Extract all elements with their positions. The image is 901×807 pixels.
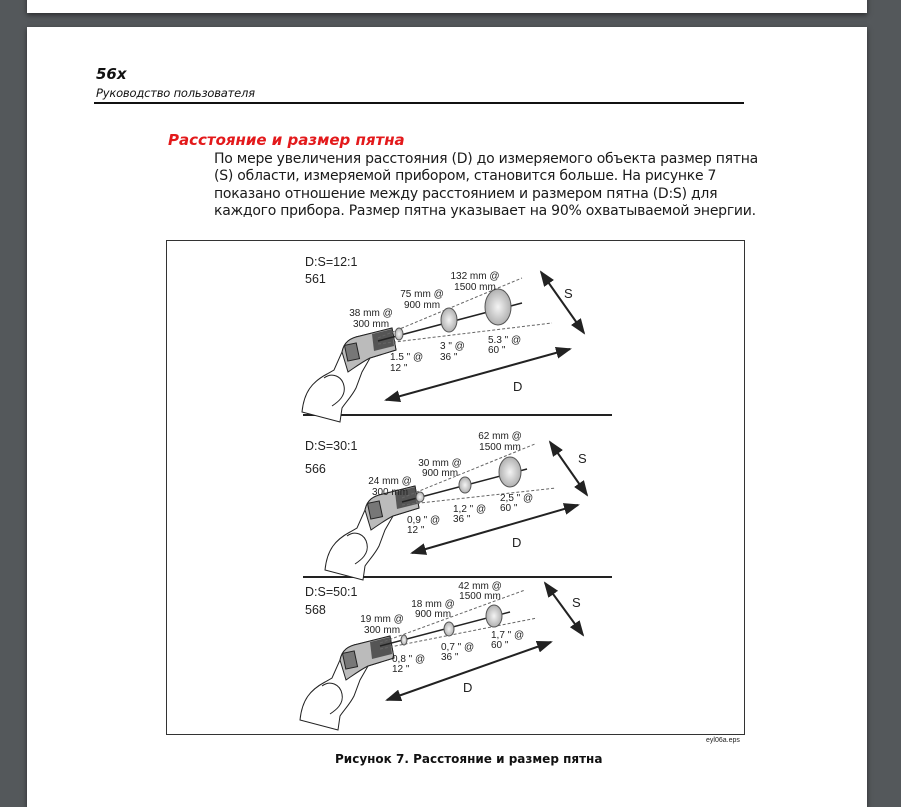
paragraph-line: (S) области, измеряемой прибором, станов… <box>214 168 717 185</box>
paragraph-line: По мере увеличения расстояния (D) до изм… <box>214 151 758 167</box>
imperial-label: 36 " <box>440 352 458 363</box>
metric-label: 42 mm @ <box>458 581 502 592</box>
paragraph-line: показано отношение между расстоянием и р… <box>214 185 718 202</box>
s-label: S <box>578 451 587 466</box>
spot <box>440 307 458 333</box>
metric-label: 62 mm @ <box>478 431 522 442</box>
beam-edge <box>401 487 557 506</box>
distance-arrow <box>385 641 553 701</box>
beam-edge <box>379 589 526 644</box>
section-title: Расстояние и размер пятна <box>168 131 405 149</box>
s-label: S <box>564 286 573 301</box>
ds-ratio: D:S=12:1 <box>305 255 358 269</box>
figure-caption: Рисунок 7. Расстояние и размер пятна <box>335 752 603 766</box>
metric-label: 1500 mm <box>454 282 496 293</box>
imperial-label: 12 " <box>407 525 425 536</box>
spot <box>484 288 512 326</box>
d-label: D <box>512 535 521 550</box>
imperial-label: 0,7 " @ <box>441 642 474 653</box>
imperial-label: 60 " <box>500 503 518 514</box>
spot <box>400 634 408 646</box>
imperial-label: 1.5 " @ <box>390 352 423 363</box>
imperial-label: 0,9 " @ <box>407 515 440 526</box>
spot-size-arrow <box>543 581 585 637</box>
metric-label: 18 mm @ <box>411 599 455 610</box>
imperial-label: 0,8 " @ <box>392 654 425 665</box>
metric-label: 900 mm <box>404 300 440 311</box>
paragraph-line: каждого прибора. Размер пятна указывает … <box>214 202 756 219</box>
beam-edge <box>377 322 553 345</box>
model-number: 566 <box>305 462 326 476</box>
metric-label: 900 mm <box>415 609 451 620</box>
imperial-label: 12 " <box>392 664 410 675</box>
distance-arrow <box>410 503 580 555</box>
model-number: 561 <box>305 272 326 286</box>
spot <box>498 456 522 488</box>
metric-label: 38 mm @ <box>349 308 393 319</box>
metric-label: 1500 mm <box>479 442 521 453</box>
imperial-label: 5.3 " @ <box>488 335 521 346</box>
spot <box>443 621 455 637</box>
metric-label: 1500 mm <box>459 591 501 602</box>
panel-566: D:S=30:1 566 S D 24 mm @ 300 mm 30 mm @ … <box>305 431 589 581</box>
header-rule <box>94 102 744 104</box>
panel-568: D:S=50:1 568 S D 19 mm @ 300 mm 18 mm @ … <box>299 581 585 731</box>
metric-label: 75 mm @ <box>400 289 444 300</box>
previous-page <box>27 0 867 13</box>
imperial-label: 36 " <box>453 514 471 525</box>
section-paragraph: По мере увеличения расстояния (D) до изм… <box>214 151 758 220</box>
panel-561: D:S=12:1 561 S D 38 mm @ 300 mm 75 mm @ … <box>301 255 586 423</box>
distance-arrow <box>384 346 572 403</box>
d-label: D <box>513 379 522 394</box>
spot-size-arrow <box>539 270 586 335</box>
d-label: D <box>463 680 472 695</box>
metric-label: 300 mm <box>372 487 408 498</box>
imperial-label: 3 " @ <box>440 341 465 352</box>
metric-label: 30 mm @ <box>418 458 462 469</box>
metric-label: 132 mm @ <box>450 271 499 282</box>
thermometer-in-hand-icon <box>299 635 395 731</box>
spot <box>394 327 404 341</box>
imperial-label: 1,7 " @ <box>491 630 524 641</box>
spot <box>485 604 503 628</box>
metric-label: 300 mm <box>353 319 389 330</box>
imperial-label: 12 " <box>390 363 408 374</box>
document-subtitle: Руководство пользователя <box>96 86 255 100</box>
spot-size-arrow <box>548 440 589 497</box>
distance-spot-diagram: D:S=12:1 561 S D 38 mm @ 300 mm 75 mm @ … <box>299 255 612 731</box>
imperial-label: 60 " <box>491 640 509 651</box>
beam-edge <box>401 443 536 499</box>
metric-label: 300 mm <box>364 625 400 636</box>
thermometer-in-hand-icon <box>324 485 420 581</box>
imperial-label: 36 " <box>441 652 459 663</box>
metric-label: 19 mm @ <box>360 614 404 625</box>
metric-label: 900 mm <box>422 468 458 479</box>
metric-label: 24 mm @ <box>368 476 412 487</box>
spot <box>458 476 472 494</box>
imperial-label: 60 " <box>488 345 506 356</box>
figure-file-label: eyl06a.eps <box>706 737 740 744</box>
document-code: 56x <box>96 65 127 83</box>
imperial-label: 1,2 " @ <box>453 504 486 515</box>
figure-frame <box>166 240 745 735</box>
spot <box>415 491 425 503</box>
s-label: S <box>572 595 581 610</box>
model-number: 568 <box>305 603 326 617</box>
imperial-label: 2,5 " @ <box>500 493 533 504</box>
ds-ratio: D:S=50:1 <box>305 585 358 599</box>
ds-ratio: D:S=30:1 <box>305 439 358 453</box>
thermometer-in-hand-icon <box>301 327 397 423</box>
